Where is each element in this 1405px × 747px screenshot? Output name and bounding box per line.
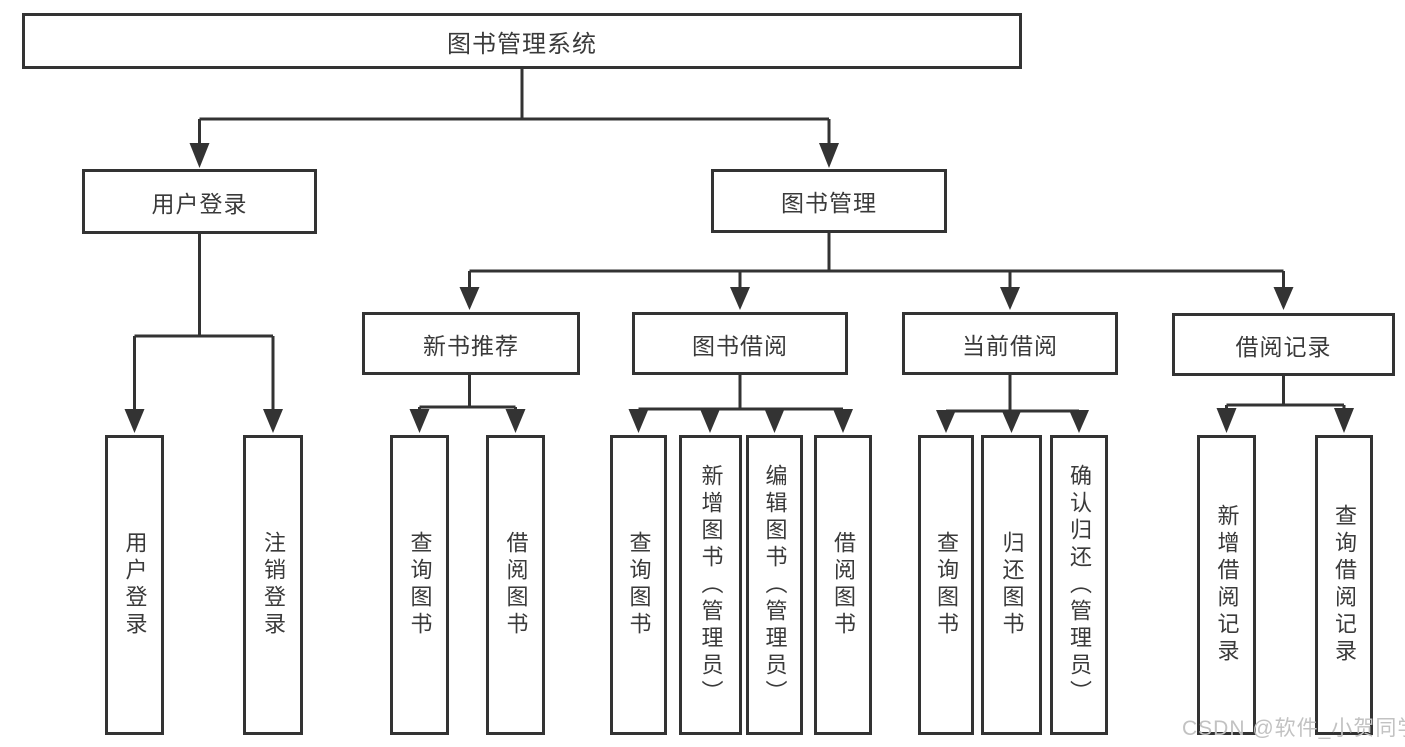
node-user-login: 用户登录 — [82, 169, 317, 234]
leaf-logout: 注销登录 — [243, 435, 303, 735]
leaf-query-books-recommend: 查询图书 — [390, 435, 449, 735]
arrowheads — [124, 143, 1354, 433]
leaf-borrow-books-borrowing: 借阅图书 — [814, 435, 872, 735]
leaf-user-login: 用户登录 — [105, 435, 164, 735]
leaf-return-books: 归还图书 — [981, 435, 1042, 735]
leaf-borrow-books-recommend: 借阅图书 — [486, 435, 545, 735]
node-current-borrowing: 当前借阅 — [902, 312, 1118, 375]
leaf-query-books-current: 查询图书 — [918, 435, 974, 735]
node-new-book-recommend: 新书推荐 — [362, 312, 580, 375]
node-borrowing-records: 借阅记录 — [1172, 313, 1395, 376]
leaf-add-books-admin: 新增图书（管理员） — [679, 435, 742, 735]
csdn-watermark: CSDN @软件_小贺同学 — [1182, 717, 1405, 740]
leaf-query-borrow-record: 查询借阅记录 — [1315, 435, 1373, 735]
node-book-management: 图书管理 — [711, 169, 947, 233]
leaf-add-borrow-record: 新增借阅记录 — [1197, 435, 1256, 735]
leaf-query-books-borrowing: 查询图书 — [610, 435, 667, 735]
leaf-confirm-return-admin: 确认归还（管理员） — [1050, 435, 1108, 735]
node-book-borrowing: 图书借阅 — [632, 312, 848, 375]
node-root-library-system: 图书管理系统 — [22, 13, 1022, 69]
leaf-edit-books-admin: 编辑图书（管理员） — [746, 435, 803, 735]
